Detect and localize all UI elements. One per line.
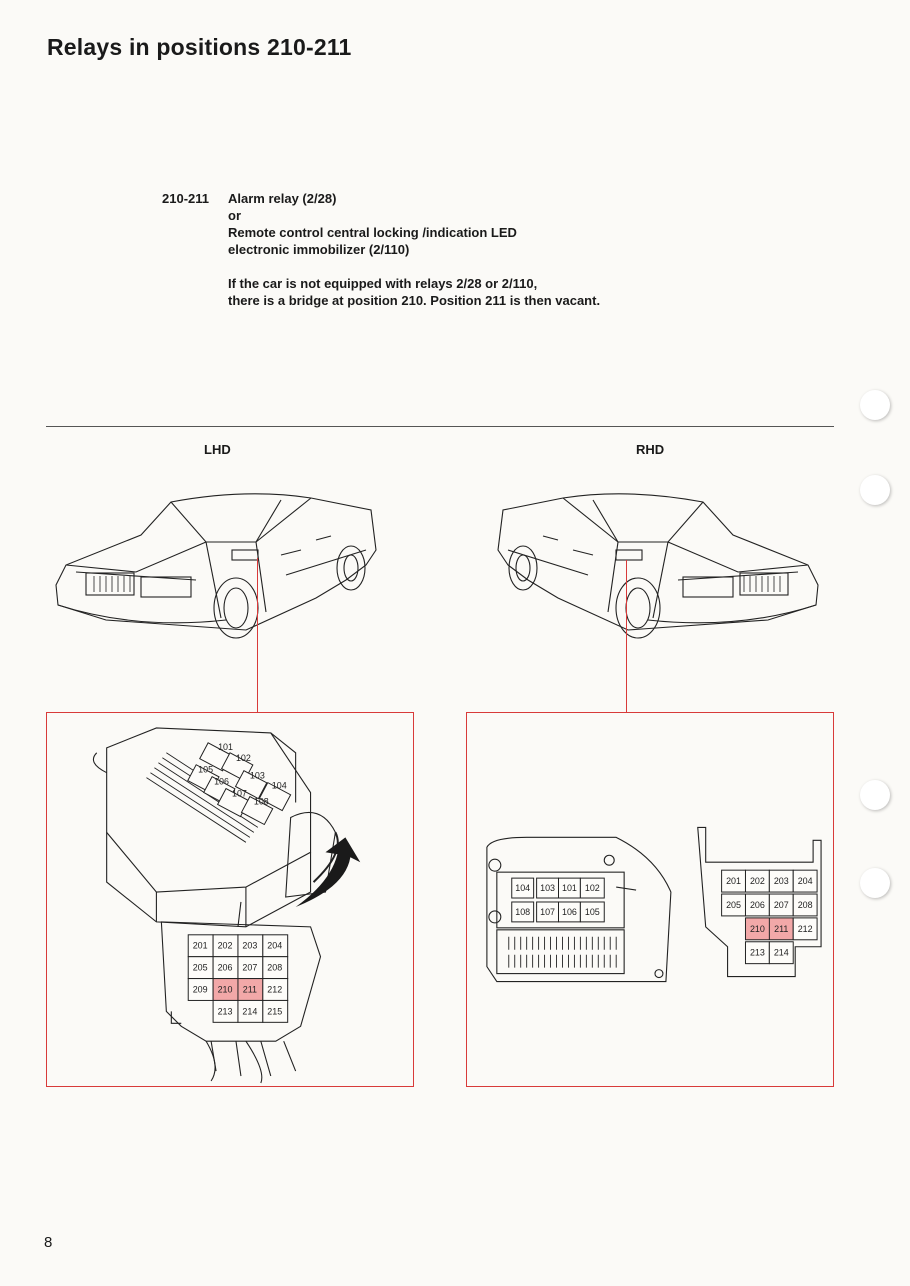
binder-hole	[860, 390, 890, 420]
lhd-relay-107: 107	[232, 789, 247, 799]
rhd-relay-107: 107	[540, 907, 555, 917]
rhd-car-illustration	[497, 493, 819, 639]
lhd-relay-104: 104	[272, 781, 287, 791]
rhd-relay-203: 203	[774, 876, 789, 886]
rhd-relay-102: 102	[585, 883, 600, 893]
lhd-leader-line	[257, 558, 258, 712]
binder-hole	[860, 475, 890, 505]
rhd-relay-208: 208	[798, 900, 813, 910]
rhd-relay-grid	[721, 869, 818, 965]
lhd-car-illustration	[55, 493, 377, 639]
relay-description-line: Remote control central locking /indicati…	[228, 225, 517, 240]
rhd-relay-box-panel: 104 103 101 102 108 107 106 105	[466, 712, 834, 1087]
page-number: 8	[44, 1234, 53, 1251]
rhd-relay-206: 206	[750, 900, 765, 910]
binder-hole	[860, 780, 890, 810]
rhd-relay-108: 108	[515, 907, 530, 917]
lhd-relay-102: 102	[236, 753, 251, 763]
lhd-relay-box-panel: 101 102 105 103 106 104 107 108	[46, 712, 414, 1087]
lhd-relay-213: 213	[218, 1006, 233, 1016]
lhd-relay-box-diagram: 101 102 105 103 106 104 107 108	[92, 727, 361, 1084]
rhd-relay-204: 204	[798, 876, 813, 886]
lhd-relay-208: 208	[267, 963, 282, 973]
page-title: Relays in positions 210-211	[47, 34, 352, 60]
lhd-relay-214: 214	[242, 1006, 257, 1016]
bridge-note: If the car is not equipped with relays 2…	[228, 275, 698, 309]
relay-description-line: electronic immobilizer (2/110)	[228, 242, 410, 257]
rhd-relay-207: 207	[774, 900, 789, 910]
rhd-leader-line	[626, 560, 627, 712]
lhd-relay-209: 209	[193, 984, 208, 994]
rhd-relay-211: 211	[774, 924, 788, 934]
relay-position-code: 210-211	[162, 191, 209, 206]
lhd-relay-207: 207	[242, 963, 257, 973]
rhd-relay-202: 202	[750, 876, 765, 886]
rhd-relay-101: 101	[562, 883, 577, 893]
rhd-relay-box-diagram: 104 103 101 102 108 107 106 105	[486, 826, 822, 983]
rhd-relay-213: 213	[750, 948, 765, 958]
lhd-relay-106: 106	[214, 777, 229, 787]
lhd-relay-215: 215	[267, 1006, 282, 1016]
relay-description-line: Alarm relay (2/28)	[228, 191, 337, 206]
lhd-relay-211: 211	[243, 984, 257, 994]
lhd-relay-203: 203	[242, 941, 257, 951]
lhd-relay-grid	[187, 934, 289, 1023]
rhd-relay-105: 105	[585, 907, 600, 917]
lhd-relay-204: 204	[267, 941, 282, 951]
lhd-relay-206: 206	[218, 963, 233, 973]
binder-hole	[860, 868, 890, 898]
bridge-note-line: there is a bridge at position 210. Posit…	[228, 293, 601, 308]
rhd-relay-106: 106	[562, 907, 577, 917]
rhd-relay-212: 212	[798, 924, 813, 934]
rhd-relay-103: 103	[540, 883, 555, 893]
bridge-note-line: If the car is not equipped with relays 2…	[228, 276, 538, 291]
rhd-label: RHD	[636, 442, 665, 457]
lhd-relay-108: 108	[254, 797, 269, 807]
lhd-relay-202: 202	[218, 941, 233, 951]
lhd-relay-205: 205	[193, 963, 208, 973]
rhd-relay-201: 201	[726, 876, 741, 886]
rhd-relay-104: 104	[515, 883, 530, 893]
lhd-relay-101: 101	[218, 742, 233, 752]
lhd-relay-212: 212	[267, 984, 282, 994]
relay-description-line: or	[228, 208, 241, 223]
lhd-label: LHD	[204, 442, 231, 457]
rhd-relay-205: 205	[726, 900, 741, 910]
lhd-relay-103: 103	[250, 771, 265, 781]
lhd-relay-210: 210	[218, 984, 233, 994]
lhd-relay-105: 105	[198, 765, 213, 775]
rhd-relay-214: 214	[774, 948, 789, 958]
lhd-relay-201: 201	[193, 941, 208, 951]
relay-description: Alarm relay (2/28) or Remote control cen…	[228, 190, 688, 258]
rhd-relay-210: 210	[750, 924, 765, 934]
section-divider	[46, 426, 834, 427]
